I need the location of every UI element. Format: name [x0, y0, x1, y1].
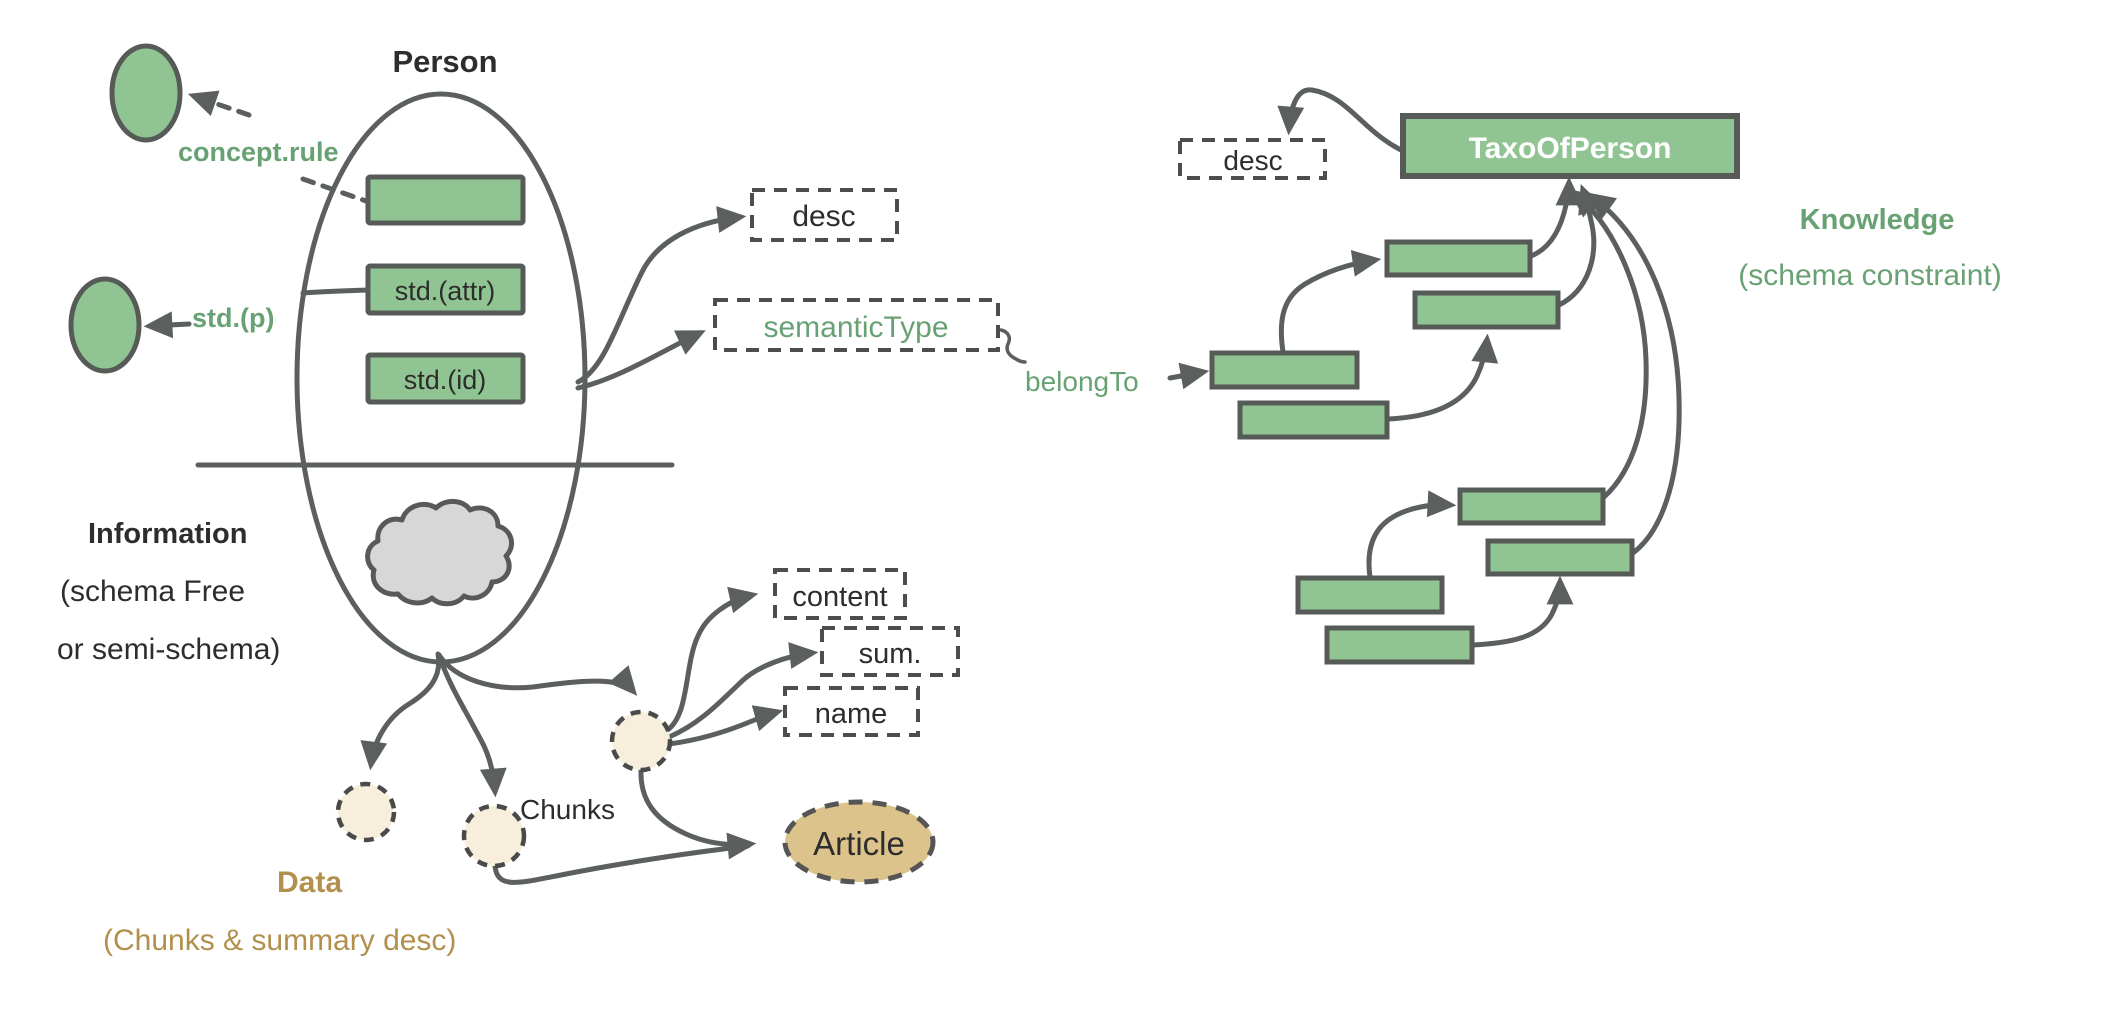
taxonomy-rect-a — [1384, 239, 1533, 278]
edge-e-to-taxoofperson — [1568, 189, 1649, 500]
taxonomy-rect-g — [1295, 575, 1445, 615]
edge-chunksnode-to-article — [492, 843, 751, 885]
semantictype-label: semanticType — [763, 311, 948, 344]
chunks-label: Chunks — [520, 794, 615, 825]
article-label: Article — [813, 825, 905, 862]
information-title: Information — [88, 518, 248, 550]
content-property-box — [773, 568, 907, 620]
std-attr-label: std.(attr) — [395, 276, 496, 306]
person-attribute-box-id — [365, 352, 526, 405]
edge-attrbox-to-stdp — [300, 287, 371, 296]
person-attribute-box-empty — [365, 174, 526, 226]
taxonomy-rect-e — [1457, 487, 1606, 526]
edge-rule-to-concept-node — [187, 90, 252, 118]
edge-taxoofperson-to-desc — [1277, 87, 1406, 154]
data-node-3 — [609, 709, 673, 773]
belongto-label: belongTo — [1025, 366, 1139, 397]
data-subtitle: (Chunks & summary desc) — [103, 924, 456, 957]
person-desc-label: desc — [792, 200, 855, 233]
edge-belongto-to-rect — [1167, 362, 1210, 390]
edge-person-to-datanode1 — [360, 651, 442, 771]
knowledge-subtitle: (schema constraint) — [1738, 259, 2001, 292]
sum-label: sum. — [859, 638, 922, 670]
edge-a-to-taxoofperson — [1528, 176, 1583, 259]
edge-taxo-g-to-e — [1366, 490, 1457, 580]
data-node-1 — [335, 781, 397, 843]
taxoofperson-label: TaxoOfPerson — [1469, 132, 1672, 165]
taxo-desc-property-box — [1178, 138, 1327, 180]
edge-f-to-taxoofperson — [1585, 192, 1682, 556]
std-p-label: std.(p) — [192, 303, 274, 333]
taxonomy-rect-d — [1237, 400, 1390, 440]
cloud-icon — [365, 499, 515, 607]
concept-rule-node — [109, 43, 183, 143]
knowledge-title: Knowledge — [1800, 204, 1955, 236]
taxonomy-rect-b — [1412, 290, 1561, 330]
article-node — [782, 799, 936, 885]
edge-conceptrule-to-box — [300, 176, 369, 204]
edge-person-to-datanode3 — [436, 652, 638, 696]
edge-stdp-to-node — [143, 311, 192, 339]
edge-node3-to-name — [666, 705, 784, 747]
edge-taxo-c-to-a — [1278, 249, 1382, 355]
edge-person-to-chunks-node — [436, 652, 507, 798]
information-subtitle-1: (schema Free — [60, 575, 245, 608]
std-id-label: std.(id) — [404, 365, 487, 395]
semantictype-property-box — [713, 298, 1000, 352]
data-title: Data — [277, 866, 342, 899]
desc-property-box — [750, 188, 899, 242]
taxonomy-rect-h — [1324, 625, 1475, 665]
concept-rule-label: concept.rule — [178, 137, 339, 167]
sum-property-box — [820, 626, 960, 677]
edge-taxo-d-to-b — [1385, 333, 1499, 422]
chunks-node — [461, 803, 527, 869]
taxoofperson-box — [1400, 113, 1740, 179]
std-p-node — [68, 276, 142, 374]
edge-taxo-h-to-f — [1470, 575, 1574, 648]
edge-node3-to-content — [663, 586, 759, 734]
name-property-box — [783, 686, 920, 737]
edge-semantictype-to-belongto-squiggle — [999, 328, 1027, 364]
content-label: content — [792, 581, 887, 613]
edge-person-to-semantictype — [575, 330, 706, 391]
person-title: Person — [392, 44, 497, 79]
name-label: name — [815, 698, 888, 730]
edge-node3-to-sum — [666, 642, 819, 740]
taxonomy-rect-f — [1485, 538, 1635, 577]
information-subtitle-2: or semi-schema) — [57, 633, 280, 666]
edge-person-to-desc — [575, 206, 747, 385]
edge-node3-to-article — [638, 767, 757, 860]
taxo-desc-label: desc — [1223, 145, 1282, 176]
taxonomy-rect-c — [1209, 350, 1360, 390]
